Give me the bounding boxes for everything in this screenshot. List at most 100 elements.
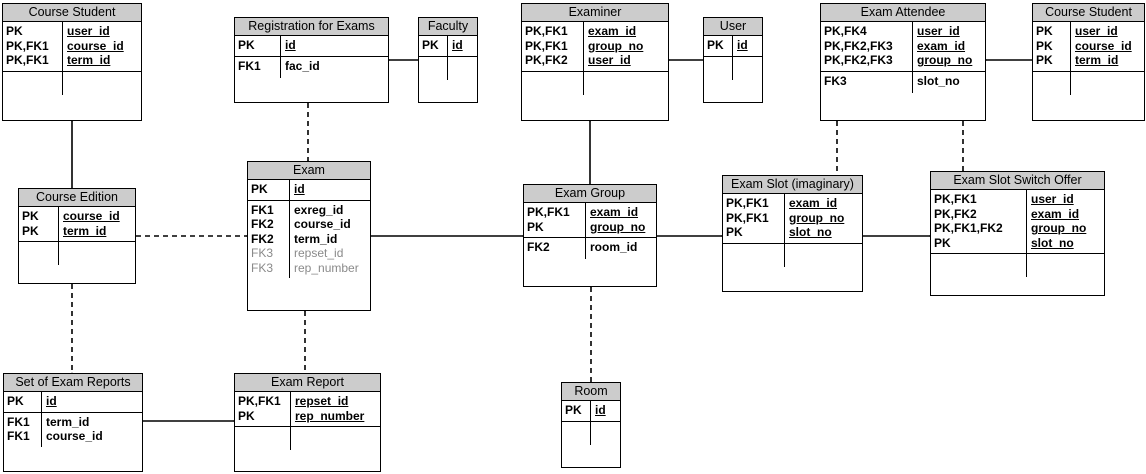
attribute-keys: PK,FK1 — [726, 196, 769, 210]
entity-nonkey-section — [723, 242, 862, 267]
entity-nonkey-section — [1033, 70, 1144, 95]
entity-nonkey-section — [3, 70, 141, 95]
attribute-keys: PK,FK1 — [525, 24, 568, 38]
attribute-name: group_no — [590, 219, 646, 234]
attribute-name: id — [452, 38, 463, 52]
entity-nonkey-section — [235, 426, 380, 450]
entity-title: Exam — [248, 162, 370, 180]
attribute-name: group_no — [1031, 221, 1087, 235]
entity-nonkey-section: FK2 room_id — [524, 237, 656, 259]
attribute-keys: PK — [726, 225, 743, 239]
attribute-name: term_id — [1075, 53, 1119, 67]
attribute-column — [584, 72, 668, 95]
attribute-keys: PK,FK1,FK2 — [934, 221, 1003, 235]
key-column — [1033, 71, 1071, 95]
entity-nonkey-section — [522, 70, 668, 95]
attribute-keys: PK,FK2,FK3 — [824, 53, 893, 67]
attribute-column: id — [448, 36, 477, 56]
attribute-name: slot_no — [917, 73, 960, 88]
attribute-column: id — [290, 180, 370, 200]
attribute-name: repset_id — [295, 394, 349, 408]
attribute-keys: PK — [422, 38, 439, 52]
key-column: PK — [562, 401, 591, 421]
key-column — [235, 427, 291, 450]
entity-title: User — [704, 18, 762, 36]
attribute-column: id — [733, 36, 762, 56]
attribute-name: term_id — [294, 231, 338, 246]
attribute-name: exam_id — [590, 205, 639, 219]
attribute-keys: PK,FK2 — [525, 53, 568, 67]
entity-key-section: PK id — [704, 36, 762, 56]
attribute-keys: PK — [238, 408, 255, 423]
attribute-keys: PK,FK1 — [238, 394, 281, 408]
attribute-name: id — [737, 38, 748, 52]
attribute-name: user_id — [588, 53, 631, 67]
attribute-name: exreg_id — [294, 202, 344, 217]
attribute-keys: PK — [1036, 38, 1053, 53]
attribute-keys: PK — [22, 209, 39, 223]
key-column: FK2 — [524, 238, 586, 259]
attribute-keys: FK3 — [824, 73, 847, 88]
key-column — [562, 421, 591, 445]
attribute-column: fac_id — [281, 57, 388, 78]
entity-title: Exam Attendee — [821, 4, 985, 22]
entity-title: Course Student — [3, 4, 141, 22]
attribute-keys: PK,FK2 — [934, 206, 977, 221]
attribute-name: exam_id — [1031, 206, 1080, 221]
attribute-column: slot_no — [913, 72, 985, 93]
attribute-keys: PK,FK1 — [525, 38, 568, 53]
attribute-name: exam_id — [789, 196, 838, 210]
attribute-keys: PK — [565, 403, 582, 417]
entity-title: Examiner — [522, 4, 668, 22]
attribute-column: id — [42, 392, 142, 412]
entity-nonkey-section — [704, 55, 762, 80]
attribute-keys: PK,FK1 — [6, 38, 49, 53]
key-column — [931, 254, 1027, 277]
attribute-keys: FK2 — [251, 231, 274, 246]
attribute-name: rep_number — [295, 408, 365, 423]
entity-title: Exam Slot (imaginary) — [723, 176, 862, 194]
attribute-column — [63, 72, 141, 95]
key-column: PK — [235, 36, 281, 56]
attribute-name: exam_id — [917, 38, 966, 53]
attribute-name: course_id — [294, 217, 351, 231]
attribute-name: user_id — [1031, 192, 1074, 206]
entity-nonkey-section — [931, 253, 1104, 277]
attribute-name: slot_no — [1031, 235, 1074, 250]
attribute-name: room_id — [590, 240, 638, 254]
attribute-name: term_id — [67, 53, 111, 67]
key-column: FK1 — [235, 56, 281, 78]
attribute-keys: PK — [934, 235, 951, 250]
attribute-name: course_id — [63, 209, 120, 223]
key-column — [3, 71, 63, 95]
attribute-keys: PK — [707, 38, 724, 52]
